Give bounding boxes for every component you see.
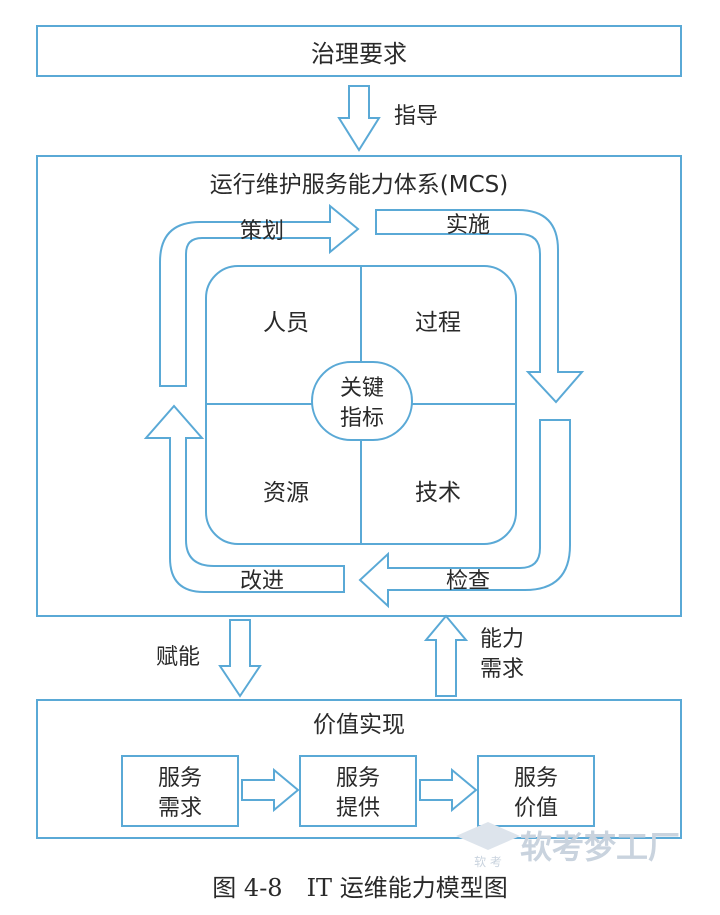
governance-label: 治理要求 — [311, 40, 407, 68]
plan-label: 策划 — [240, 219, 284, 244]
service-supply-line1: 服务 — [336, 766, 380, 791]
plan-arrow — [159, 203, 360, 387]
service-supply-line2: 提供 — [336, 796, 380, 821]
governance-box — [36, 25, 682, 77]
service-value-line2: 价值 — [514, 796, 558, 821]
value-title: 价值实现 — [313, 712, 405, 738]
check-arrow — [358, 419, 571, 609]
capability-demand-arrow — [423, 614, 469, 697]
quadrant-resources: 资源 — [263, 480, 309, 506]
improve-label: 改进 — [240, 569, 284, 594]
capability-demand-line1: 能力 — [480, 627, 524, 652]
quadrant-technology: 技术 — [415, 480, 461, 506]
watermark-logo-icon — [456, 822, 520, 850]
key-indicators-bubble — [311, 361, 413, 441]
watermark-small-text: 软 考 — [474, 855, 502, 869]
implement-label: 实施 — [446, 213, 490, 238]
guide-label: 指导 — [394, 104, 438, 129]
quadrant-people: 人员 — [263, 310, 309, 336]
demand-to-supply-arrow — [241, 767, 300, 813]
service-demand-box — [121, 755, 239, 827]
service-supply-box — [299, 755, 417, 827]
guide-arrow — [337, 85, 381, 152]
implement-arrow — [375, 209, 585, 404]
watermark: 软 考 软考梦工厂 — [456, 822, 680, 869]
figure-caption: 图 4-8 IT 运维能力模型图 — [212, 874, 507, 902]
watermark-text: 软考梦工厂 — [520, 828, 680, 866]
improve-arrow — [143, 404, 345, 593]
check-label: 检查 — [446, 569, 490, 594]
service-value-line1: 服务 — [514, 766, 558, 791]
service-demand-line2: 需求 — [158, 796, 202, 821]
empower-label: 赋能 — [156, 645, 200, 670]
service-demand-line1: 服务 — [158, 766, 202, 791]
quadrant-process: 过程 — [415, 310, 461, 336]
key-indicators-line1: 关键 — [340, 376, 384, 401]
capability-demand-line2: 需求 — [480, 657, 524, 682]
empower-arrow — [218, 619, 262, 698]
mcs-title: 运行维护服务能力体系(MCS) — [210, 172, 508, 198]
supply-to-value-arrow — [419, 767, 478, 813]
key-indicators-line2: 指标 — [340, 406, 384, 431]
service-value-box — [477, 755, 595, 827]
